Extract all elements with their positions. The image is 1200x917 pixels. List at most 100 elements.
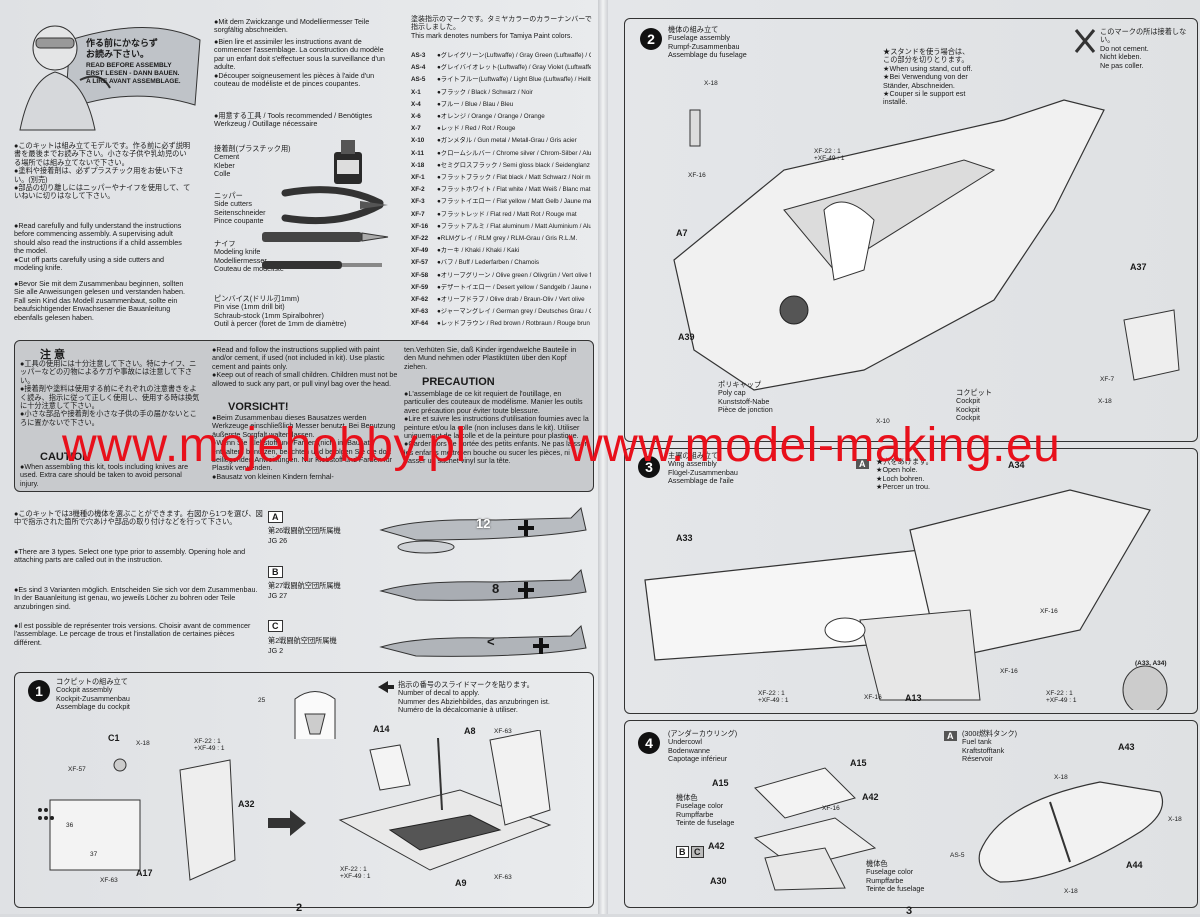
part-a15-a: A15: [850, 758, 867, 768]
mechanic-illustration: [19, 25, 201, 131]
paint-xf63-b: XF-63: [494, 728, 512, 735]
paint-row: XF-1●フラットブラック / Flat black / Matt Schwar…: [411, 174, 591, 182]
variant-b-letter: B: [268, 566, 283, 578]
watermark-left: www.mojehobby.pl: [62, 419, 467, 472]
variants-en: ●There are 3 types. Select one type prio…: [14, 547, 246, 565]
variant-a-jp: 第26戦闘航空団所属機: [268, 526, 341, 535]
tool-cement: 接着剤(プラスチック用) Cement Kleber Colle: [214, 144, 291, 179]
step4-number: 4: [638, 732, 660, 754]
paint-name: ●フラットアルミ / Flat aluminum / Matt Aluminiu…: [437, 222, 591, 230]
variants-fr: ●Il est possible de représenter trois ve…: [14, 621, 251, 647]
read-first-en: READ BEFORE ASSEMBLY ERST LESEN - DANN B…: [86, 62, 181, 85]
paint-code: X-18: [411, 161, 425, 169]
paint-row: X-10●ガンメタル / Gun metal / Metall-Grau / G…: [411, 137, 591, 145]
paint-xf16-a: XF-16: [688, 172, 706, 179]
tank-title: (300ℓ燃料タンク) Fuel tank Kraftstofftank Rés…: [962, 729, 1018, 764]
decal-37: 37: [90, 851, 98, 858]
paint-row: XF-2 ●フラットホワイト / Flat white / Matt Weiß /…: [411, 186, 591, 194]
caution-jp-title: 注 意: [40, 349, 66, 361]
paint-name: ●セミグロスブラック / Semi gloss black / Seidengl…: [437, 161, 591, 169]
step3-hole-note: ★穴をあけます。 ★Open hole. ★Loch bohren. ★Perc…: [876, 457, 933, 492]
paint-row: XF-62●オリーブドラブ / Olive drab / Braun-Oliv …: [411, 296, 591, 304]
paint-row: XF-49●カーキ / Khaki / Khaki / Kaki: [411, 247, 591, 255]
step3-box: [624, 448, 1198, 714]
variant-c-unit: JG 2: [268, 646, 284, 655]
step4-fuselage-color-b: 機体色 Fuselage color Rumpffarbe Teinte de …: [866, 859, 925, 894]
paint-row: XF-58●オリーブグリーン / Olive green / Olivgrün …: [411, 272, 591, 280]
part-a32: A32: [238, 799, 255, 809]
paint-mix-e: XF-22 : 1 +XF-49 : 1: [1046, 690, 1077, 705]
paint-name: ●ブラック / Black / Schwarz / Noir: [437, 88, 533, 96]
caution-fr: ●L'assemblage de ce kit requiert de l'ou…: [404, 389, 589, 466]
step2-title: 機体の組み立て Fuselage assembly Rumpf-Zusammen…: [668, 25, 747, 60]
paint-code: XF-3: [411, 198, 425, 206]
caution-fr-title: PRECAUTION: [422, 376, 495, 388]
paint-name: ●レッドブラウン / Red brown / Rotbraun / Rouge …: [437, 320, 590, 328]
decal-36: 36: [66, 822, 74, 829]
part-a42-a: A42: [862, 792, 879, 802]
watermark-right: www.model-making.eu: [568, 419, 1061, 472]
step1-decal-note: 指示の番号のスライドマークを貼ります。 Number of decal to a…: [398, 680, 550, 715]
paint-row: X-1●ブラック / Black / Schwarz / Noir: [411, 89, 591, 97]
step2-cockpit: コクピット Cockpit Kockpit Cockpit: [956, 388, 992, 423]
intro-de: ●Bevor Sie mit dem Zusammenbau beginnen,…: [14, 279, 186, 322]
read-first-jp: 作る前にかならず お読み下さい。: [86, 38, 158, 59]
paint-row: X-4●ブルー / Blue / Blau / Bleu: [411, 101, 591, 109]
paint-code: XF-63: [411, 308, 429, 316]
modeling-knife-icon: [262, 232, 389, 242]
paint-name: ●ジャーマングレイ / German grey / Deutsches Grau…: [437, 308, 591, 316]
paint-x18-e: X-18: [1054, 774, 1068, 781]
paint-name: ●オリーブドラブ / Olive drab / Braun-Oliv / Ver…: [437, 296, 585, 303]
paint-xf57: XF-57: [68, 766, 86, 773]
paint-code: AS-4: [411, 64, 426, 72]
intro-en: ●Read carefully and fully understand the…: [14, 221, 182, 273]
paint-name: ●ライトブルー(Luftwaffe) / Light Blue (Luftwaf…: [437, 76, 591, 84]
do-not-glue-icon: [1074, 29, 1096, 53]
step3-number: 3: [638, 456, 660, 478]
variants-de: ●Es sind 3 Varianten möglich. Entscheide…: [14, 585, 258, 611]
fuselage-drawing: [673, 99, 1180, 391]
paint-name: ●オレンジ / Orange / Orange / Orange: [437, 113, 545, 120]
paint-name: ●フラットホワイト / Flat white / Matt Weiß / Bla…: [437, 186, 591, 194]
paint-name: ●RLMグレイ / RLM grey / RLM-Grau / Gris R.L…: [437, 235, 578, 242]
assembly-arrow-icon: [268, 810, 306, 836]
paint-name: ●フラットブラック / Flat black / Matt Schwarz / …: [437, 174, 591, 181]
page-number-left: 2: [296, 902, 303, 914]
paint-code: XF-7: [411, 210, 425, 218]
undercowl-drawing: [753, 767, 877, 891]
caution-de-title: VORSICHT!: [228, 401, 289, 413]
paint-row: AS-3 ●グレイグリーン(Luftwaffe) / Gray Green (Lu…: [411, 52, 591, 60]
variants-jp: ●このキットでは3機種の機体を選ぶことができます。右図から1つを選び、図中で指示…: [14, 509, 263, 527]
part-c1: C1: [108, 733, 120, 743]
paint-name: ●クロームシルバー / Chrome silver / Chrom-Silber…: [437, 149, 591, 157]
aircraft-profile-a: [379, 507, 587, 554]
caution-de: ●Beim Zusammenbau dieses Bausatzes werde…: [212, 413, 396, 481]
part-a43: A43: [1118, 742, 1135, 752]
paint-name: ●フラットレッド / Flat red / Matt Rot / Rouge m…: [437, 210, 577, 218]
paint-row: XF-16●フラットアルミ / Flat aluminum / Matt Alu…: [411, 223, 591, 231]
paint-row: AS-5●ライトブルー(Luftwaffe) / Light Blue (Luf…: [411, 76, 591, 84]
paint-code: X-4: [411, 100, 421, 108]
paint-code: XF-2: [411, 186, 425, 194]
paint-code: X-7: [411, 125, 421, 133]
seat-decal-detail: [294, 691, 336, 739]
variant-b-jp: 第27戦闘航空団所属機: [268, 581, 341, 590]
tool-cutters: ニッパー Side cutters Seitenschneider Pince …: [214, 191, 266, 226]
paint-code: XF-59: [411, 283, 429, 291]
part-a37: A37: [1130, 262, 1147, 272]
paint-code: AS-3: [411, 52, 426, 59]
caution-de-cont: ten.Verhüten Sie, daß Kinder irgendwelch…: [404, 345, 577, 371]
variant-b-unit: JG 27: [268, 591, 288, 600]
paint-xf16-e: XF-16: [822, 805, 840, 812]
part-a9: A9: [455, 878, 467, 888]
step4-fuselage-color-a: 機体色 Fuselage color Rumpffarbe Teinte de …: [676, 793, 735, 828]
paint-row: XF-59●デザートイエロー / Desert yellow / Sandgel…: [411, 284, 591, 292]
paint-row: AS-4●グレイバイオレット(Luftwaffe) / Gray Violet …: [411, 64, 591, 72]
paint-code: XF-57: [411, 259, 429, 267]
paint-name: ●グレイグリーン(Luftwaffe) / Gray Green (Luftwa…: [437, 52, 591, 59]
paint-x10: X-10: [876, 418, 890, 425]
caution-box: [14, 340, 594, 492]
paint-code: XF-58: [411, 271, 429, 279]
part-a44: A44: [1126, 860, 1143, 870]
part-a42-b: A42: [708, 841, 725, 851]
